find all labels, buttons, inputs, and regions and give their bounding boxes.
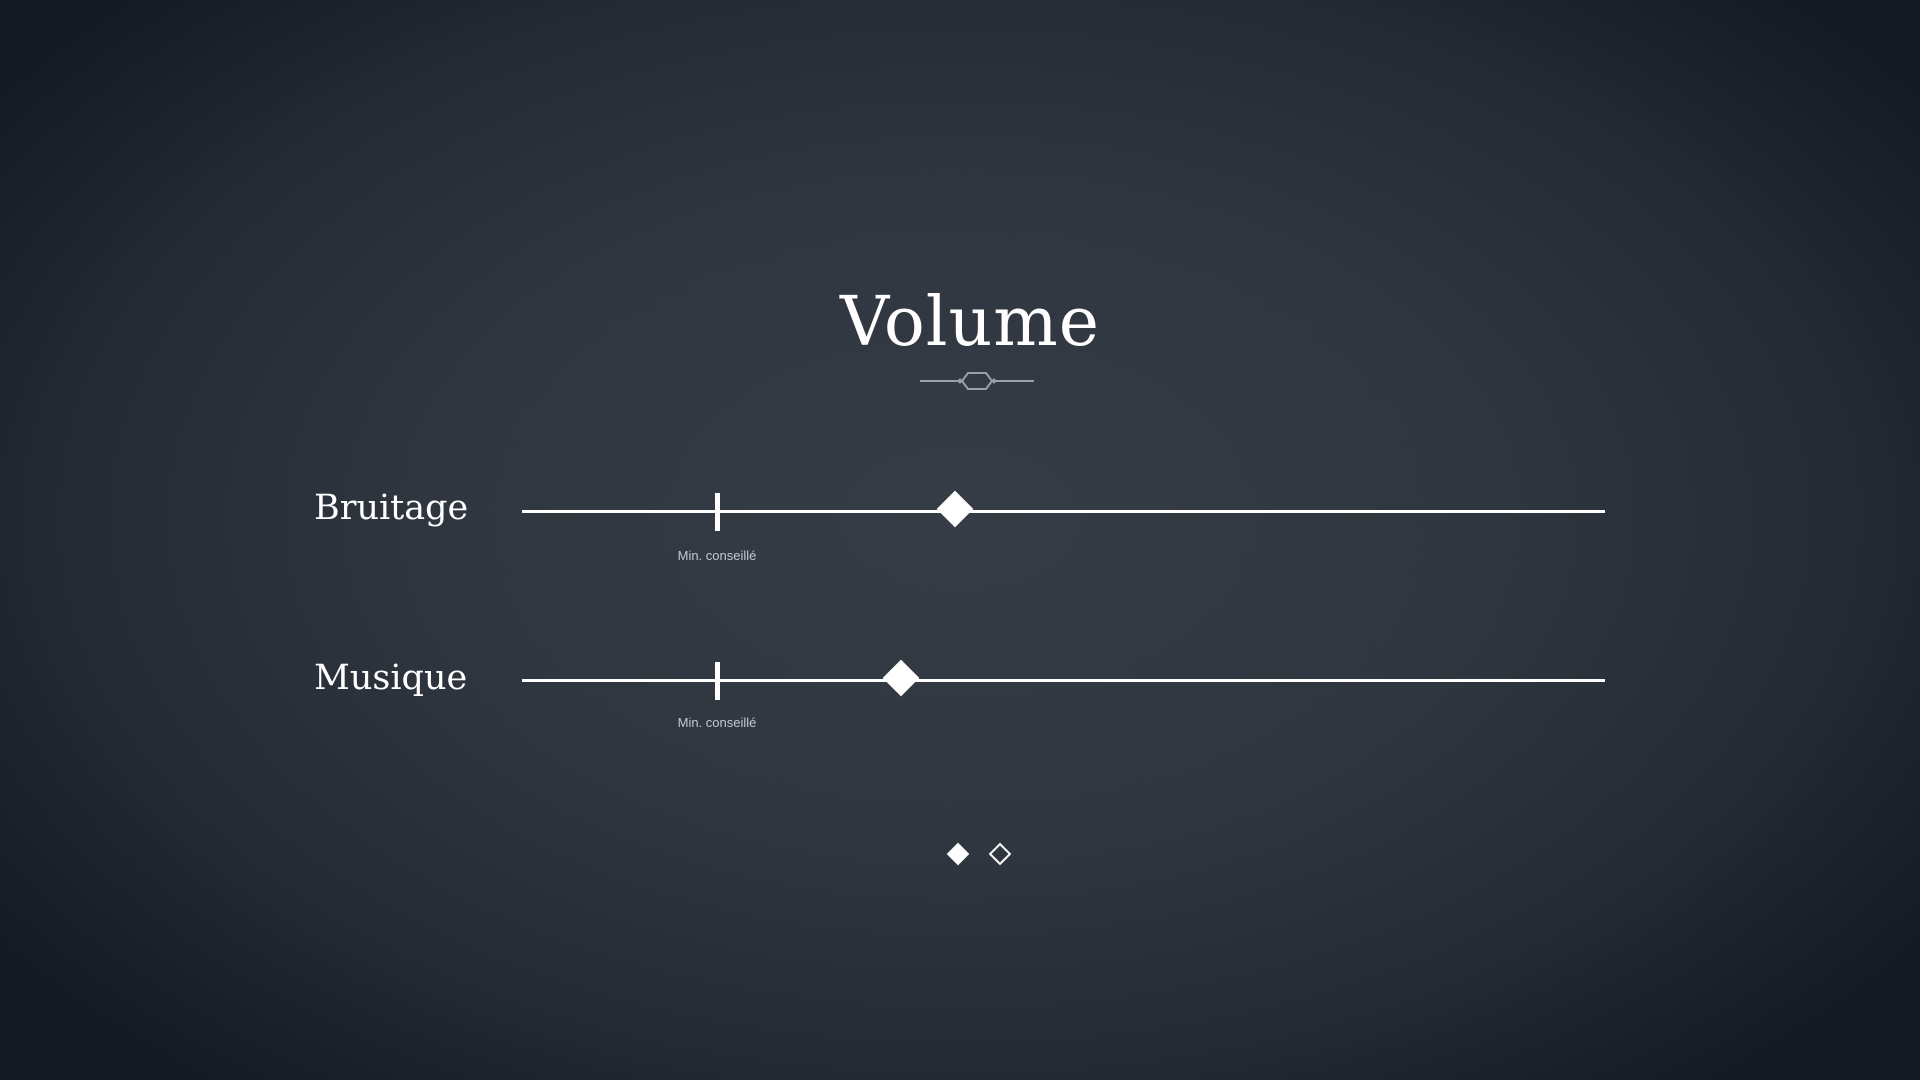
slider-track[interactable] bbox=[522, 679, 1605, 682]
recommended-min-marker bbox=[715, 493, 720, 531]
slider-label-musique: Musique bbox=[314, 658, 468, 698]
slider-thumb[interactable] bbox=[882, 659, 920, 697]
recommended-min-marker bbox=[715, 662, 720, 700]
page-dot-inactive-icon[interactable] bbox=[988, 842, 1012, 866]
recommended-min-label: Min. conseillé bbox=[677, 548, 757, 563]
page-indicator bbox=[946, 842, 1016, 867]
slider-track[interactable] bbox=[522, 510, 1605, 513]
musique-volume-slider[interactable]: Min. conseillé bbox=[522, 659, 1605, 730]
page-dot-active-icon[interactable] bbox=[946, 842, 970, 866]
slider-thumb[interactable] bbox=[936, 490, 974, 528]
bruitage-volume-slider[interactable]: Min. conseillé bbox=[522, 490, 1605, 563]
page-title: Volume bbox=[839, 283, 1101, 362]
title-ornament-icon bbox=[920, 372, 1034, 390]
slider-label-bruitage: Bruitage bbox=[314, 488, 469, 528]
recommended-min-label: Min. conseillé bbox=[677, 715, 757, 730]
